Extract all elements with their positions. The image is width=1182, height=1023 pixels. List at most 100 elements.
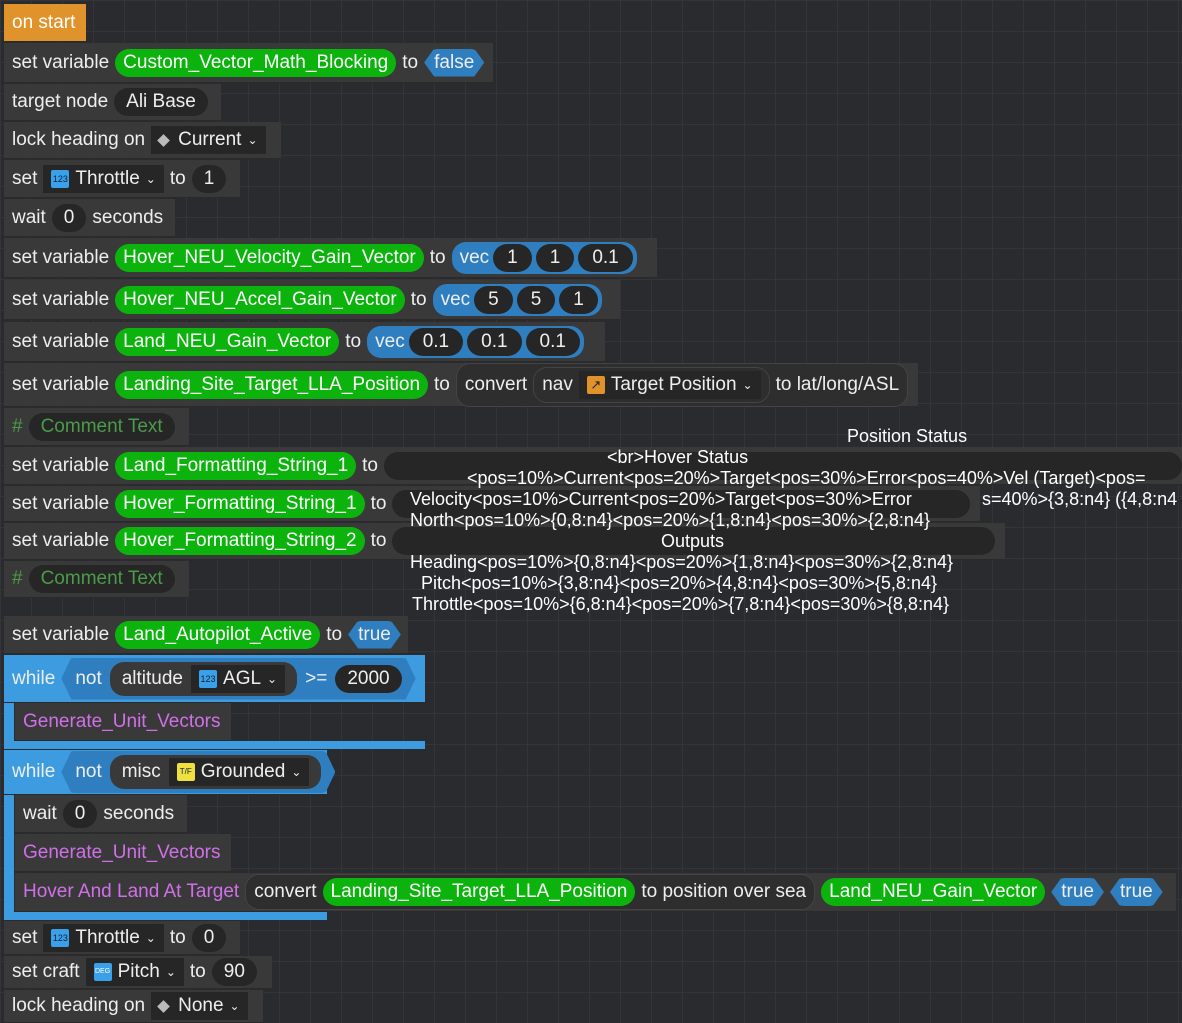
value-input[interactable]: 0: [191, 923, 227, 952]
comment-input[interactable]: Comment Text: [28, 412, 175, 441]
boolean-value[interactable]: false: [424, 49, 484, 77]
label: while: [12, 761, 56, 782]
heading-dropdown[interactable]: Current⌄: [151, 126, 266, 154]
label: misc: [121, 761, 161, 782]
variable-pill[interactable]: Hover_Formatting_String_1: [115, 489, 365, 518]
while-loop-frame: [4, 795, 14, 920]
heading-dropdown[interactable]: None⌄: [151, 992, 248, 1020]
dropdown-value: Current: [178, 129, 242, 150]
dropdown-value: Throttle: [75, 926, 140, 948]
overflow-text: <pos=10%>Current<pos=20%>Target<pos=30%>…: [467, 468, 1146, 488]
seconds-input[interactable]: 0: [51, 203, 87, 232]
vec-z-input[interactable]: 0.1: [525, 327, 580, 356]
vec-x-input[interactable]: 5: [474, 285, 513, 314]
variable-pill[interactable]: Land_NEU_Gain_Vector: [115, 327, 340, 356]
label: while: [12, 667, 56, 689]
boolean-value[interactable]: true: [1051, 878, 1104, 906]
comment-block[interactable]: #Comment Text: [4, 408, 189, 446]
operator-label: >=: [305, 667, 328, 689]
vec-y-input[interactable]: 0.1: [467, 327, 522, 356]
label: seconds: [92, 206, 164, 228]
variable-pill[interactable]: Landing_Site_Target_LLA_Position: [115, 370, 429, 399]
label: set variable: [12, 373, 110, 395]
vec-z-input[interactable]: 1: [559, 285, 598, 314]
boolean-value[interactable]: true: [348, 621, 401, 649]
variable-pill[interactable]: Hover_Formatting_String_2: [115, 527, 365, 555]
comment-block[interactable]: #Comment Text: [4, 561, 189, 598]
label: lock heading on: [12, 995, 146, 1016]
vec-z-input[interactable]: 0.1: [578, 243, 633, 272]
string-input[interactable]: [392, 527, 996, 555]
comment-input[interactable]: Comment Text: [28, 565, 175, 593]
chevron-down-icon: ⌄: [291, 765, 302, 779]
boolean-value[interactable]: true: [1110, 878, 1163, 906]
node-input[interactable]: Ali Base: [114, 88, 208, 116]
variable-pill[interactable]: Landing_Site_Target_LLA_Position: [322, 878, 636, 906]
on-start-block[interactable]: on start: [4, 4, 86, 42]
function-call-label: Hover And Land At Target: [23, 881, 240, 902]
vec-y-input[interactable]: 1: [535, 243, 575, 272]
variable-pill[interactable]: Hover_NEU_Accel_Gain_Vector: [115, 285, 405, 314]
variable-pill[interactable]: Land_NEU_Gain_Vector: [821, 878, 1046, 906]
string-input[interactable]: [392, 489, 971, 518]
value-input[interactable]: 2000: [335, 665, 401, 693]
variable-pill[interactable]: Hover_NEU_Velocity_Gain_Vector: [115, 243, 424, 272]
call-block[interactable]: Generate_Unit_Vectors: [15, 703, 231, 741]
label: altitude: [121, 667, 184, 689]
chevron-down-icon: ⌄: [229, 999, 240, 1013]
string-input[interactable]: [384, 451, 1182, 480]
label: to: [402, 51, 419, 73]
overflow-text: Throttle<pos=10%>{6,8:n4}<pos=20%>{7,8:n…: [412, 594, 949, 614]
overflow-text: Outputs: [661, 531, 725, 551]
label: lock heading on: [12, 129, 146, 150]
call-block[interactable]: Generate_Unit_Vectors: [15, 834, 231, 872]
vec-x-input[interactable]: 0.1: [408, 327, 464, 356]
variable-pill[interactable]: Land_Formatting_String_1: [115, 451, 357, 480]
variable-pill[interactable]: Custom_Vector_Math_Blocking: [115, 48, 397, 77]
nav-dropdown[interactable]: ↗Target Position⌄: [578, 370, 761, 399]
label: set: [12, 926, 38, 948]
variable-pill[interactable]: Land_Autopilot_Active: [115, 620, 321, 649]
value-input[interactable]: 1: [191, 164, 227, 193]
nav-block[interactable]: nav↗Target Position⌄: [533, 366, 770, 403]
vec-y-input[interactable]: 5: [516, 285, 556, 314]
label: set variable: [12, 454, 110, 476]
seconds-input[interactable]: 0: [62, 799, 98, 828]
value-input[interactable]: 90: [211, 958, 257, 986]
vec-x-input[interactable]: 1: [493, 243, 532, 272]
